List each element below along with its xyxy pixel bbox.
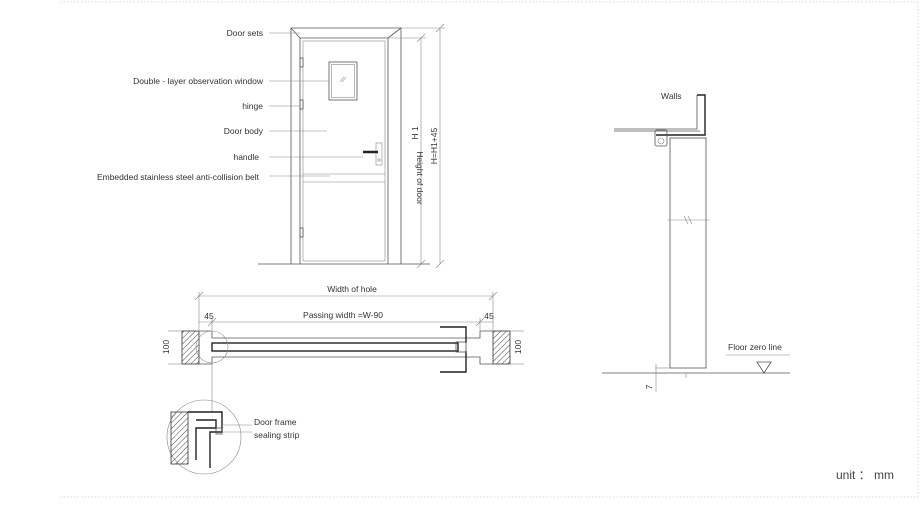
dim-h-total: H=H1+45 bbox=[429, 128, 439, 165]
section-break-mark bbox=[667, 215, 710, 225]
handle-plate bbox=[375, 142, 383, 166]
dim-passing-width: Passing width =W-90 bbox=[303, 310, 383, 320]
plan-handle-top bbox=[440, 326, 467, 343]
section-wall bbox=[614, 95, 698, 130]
section-frame-head bbox=[656, 94, 706, 136]
section-door-leaf bbox=[669, 137, 707, 369]
detail-leaf-profile bbox=[195, 419, 217, 460]
dim-left-jamb: 45 bbox=[204, 311, 214, 321]
wall-left-section bbox=[181, 330, 200, 365]
label-door-body: Door body bbox=[224, 126, 264, 136]
plan-frame-top bbox=[199, 330, 493, 339]
hinge-bottom bbox=[299, 227, 304, 238]
door-elevation: Door sets Double - layer observation win… bbox=[97, 23, 445, 269]
plan-handle-bottom bbox=[440, 351, 467, 373]
detail-label-sealing-strip: sealing strip bbox=[254, 430, 300, 440]
door-section-view: Walls 7 Floor zero line bbox=[602, 91, 790, 392]
plan-frame-bottom bbox=[199, 356, 493, 365]
dim-left-wall: 100 bbox=[161, 340, 171, 354]
plan-door-leaf bbox=[211, 342, 459, 352]
dim-width-of-hole: Width of hole bbox=[327, 284, 377, 294]
label-door-sets: Door sets bbox=[227, 28, 263, 38]
detail-wall bbox=[170, 411, 189, 465]
label-observation-window: Double - layer observation window bbox=[133, 76, 264, 86]
dim-right-wall: 100 bbox=[513, 340, 523, 354]
dim-right-jamb: 45 bbox=[484, 311, 494, 321]
section-label-walls: Walls bbox=[661, 91, 681, 101]
floor-zero-triangle-icon bbox=[756, 361, 772, 374]
detail-sealing-strip bbox=[215, 427, 223, 435]
door-plan-view: Width of hole Passing width =W-90 45 45 … bbox=[161, 284, 524, 475]
door-frame-inner bbox=[299, 37, 389, 264]
section-dim-gap: 7 bbox=[644, 384, 654, 389]
hinge-top bbox=[299, 57, 304, 68]
detail-label-door-frame: Door frame bbox=[254, 417, 297, 427]
dim-height-of-door: Height of door bbox=[415, 151, 425, 205]
unit-label: unit ： mm bbox=[835, 468, 894, 482]
section-frame-seal bbox=[654, 129, 668, 147]
label-anti-collision-belt: Embedded stainless steel anti-collision … bbox=[97, 172, 260, 182]
door-leaf bbox=[302, 40, 386, 262]
hinge-middle bbox=[299, 99, 304, 110]
dim-h1: H 1 bbox=[410, 126, 420, 140]
wall-right-section bbox=[492, 330, 511, 365]
label-hinge: hinge bbox=[242, 101, 263, 111]
door-frame-outer bbox=[290, 27, 402, 264]
detail-magnified-circle bbox=[166, 399, 242, 475]
section-label-floor-zero: Floor zero line bbox=[728, 342, 782, 352]
label-handle: handle bbox=[233, 152, 259, 162]
